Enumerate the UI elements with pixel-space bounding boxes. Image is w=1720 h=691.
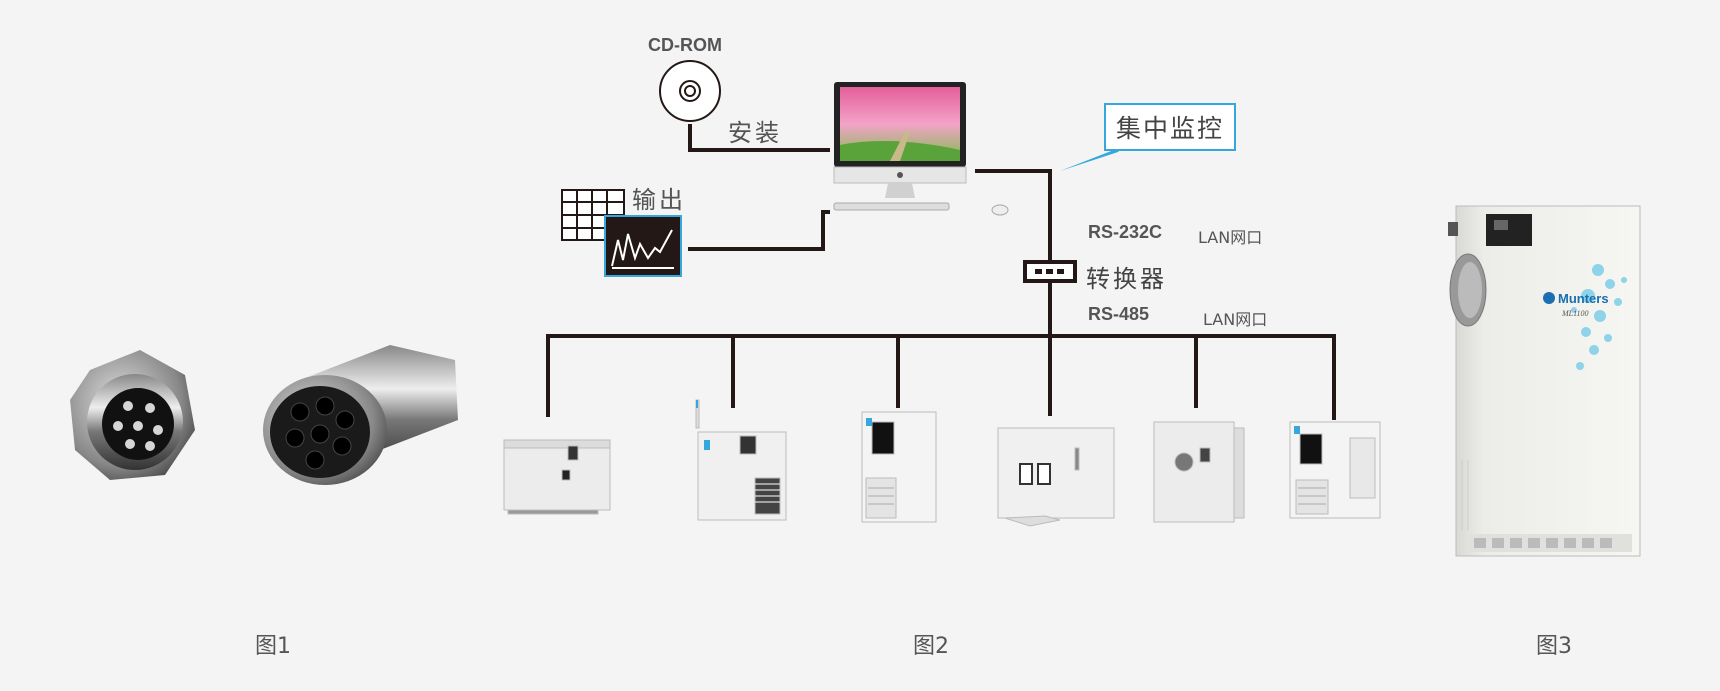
chamber-3 <box>861 411 937 523</box>
converter-label: 转换器 <box>1086 265 1167 293</box>
computer-converter-wire <box>975 169 1052 262</box>
callout-pointer <box>1060 146 1124 171</box>
output-icon <box>561 189 682 277</box>
brand-logo: Munters <box>1558 291 1609 306</box>
figure-2-caption: 图2 <box>913 634 949 659</box>
rs232-label: RS-232C <box>1088 222 1163 242</box>
dehumidifier-image: Munters ML1100 <box>1448 205 1641 557</box>
figure-3-caption: 图3 <box>1536 634 1572 659</box>
computer-icon <box>833 82 1009 216</box>
output-wire <box>688 210 830 251</box>
test-chambers <box>503 399 1381 527</box>
install-label: 安装 <box>728 119 782 147</box>
cdrom-icon <box>659 60 721 122</box>
aviation-connectors-image <box>70 345 458 485</box>
output-label: 输出 <box>632 186 686 214</box>
central-monitoring-callout: 集中监控 <box>1104 103 1237 151</box>
chamber-2 <box>695 399 787 521</box>
chamber-5 <box>1153 421 1245 523</box>
lan-port-top-label: LAN网口 <box>1198 228 1263 247</box>
chamber-4 <box>997 427 1115 527</box>
model-label: ML1100 <box>1561 309 1589 318</box>
lan-port-bottom-label: LAN网口 <box>1203 310 1268 329</box>
chamber-1 <box>503 439 611 515</box>
cdrom-label: CD-ROM <box>648 35 722 55</box>
cdrom-install-wire <box>688 124 830 152</box>
figure-1-caption: 图1 <box>255 634 291 659</box>
rs485-label: RS-485 <box>1088 304 1150 324</box>
chamber-6 <box>1289 421 1381 519</box>
